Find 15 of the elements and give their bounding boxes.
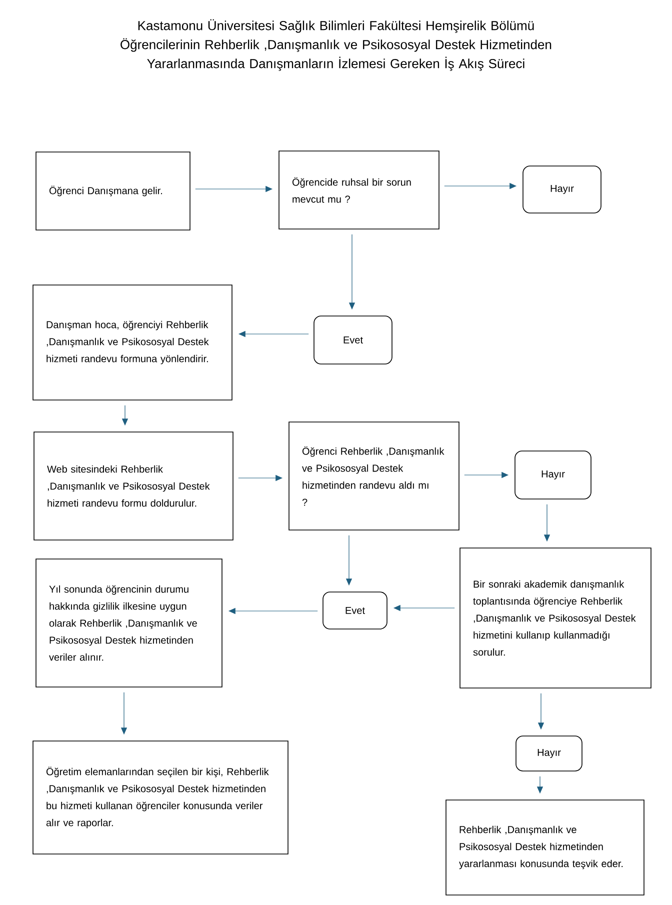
process-box: Web sitesindeki Rehberlik ,Danışmanlık ve Psikososyal Destek hizmeti randevu formu doldurulur. <box>34 432 234 540</box>
process-box: Yıl sonunda öğrencinin durumu hakkında gizlilik ilkesine uygun olarak Rehberlik ,Danışmanlık ve Psikososyal Destek hizmetinden veriler alınır. <box>36 558 222 688</box>
title: Kastamonu Üniversitesi Sağlık Bilimleri Fakültesi Hemşirelik Bölümü Öğrencilerinin Rehberlik ,Danışmanlık ve Psikososyal Destek Hizmetinden Yararlanmasında Danışmanların İzlemesi Gereken İş Akış Süreci <box>120 19 552 71</box>
process-box: Öğretim elemanlarından seçilen bir kişi, Rehberlik ,Danışmanlık ve Psikososyal Destek hizmetinden bu hizmeti kullanan öğrenciler konusunda veriler alır ve raporlar. <box>32 740 288 854</box>
process-box: Öğrenci Danışmana gelir. <box>36 152 190 230</box>
answer-box: Hayır <box>516 736 582 772</box>
process-box: Öğrenci Rehberlik ,Danışmanlık ve Psikososyal Destek hizmetinden randevu aldı mı ? <box>288 422 460 530</box>
answer-box: Hayır <box>514 450 592 500</box>
process-box: Bir sonraki akademik danışmanlık toplantısında öğrenciye Rehberlik ,Danışmanlık ve Psikososyal Destek hizmetini kullanıp kullanmadığı sorulur. <box>460 548 652 688</box>
process-box: Danışman hoca, öğrenciyi Rehberlik ,Danışmanlık ve Psikososyal Destek hizmeti randevu formuna yönlendirir. <box>32 284 232 400</box>
process-box: Öğrencide ruhsal bir sorun mevcut mu ? <box>278 150 440 230</box>
answer-box: Hayır <box>522 166 602 214</box>
answer-box: Evet <box>314 316 392 364</box>
answer-box: Evet <box>322 592 388 630</box>
process-box: Rehberlik ,Danışmanlık ve Psikososyal Destek hizmetinden yararlanması konusunda teşvik eder. <box>446 800 644 896</box>
